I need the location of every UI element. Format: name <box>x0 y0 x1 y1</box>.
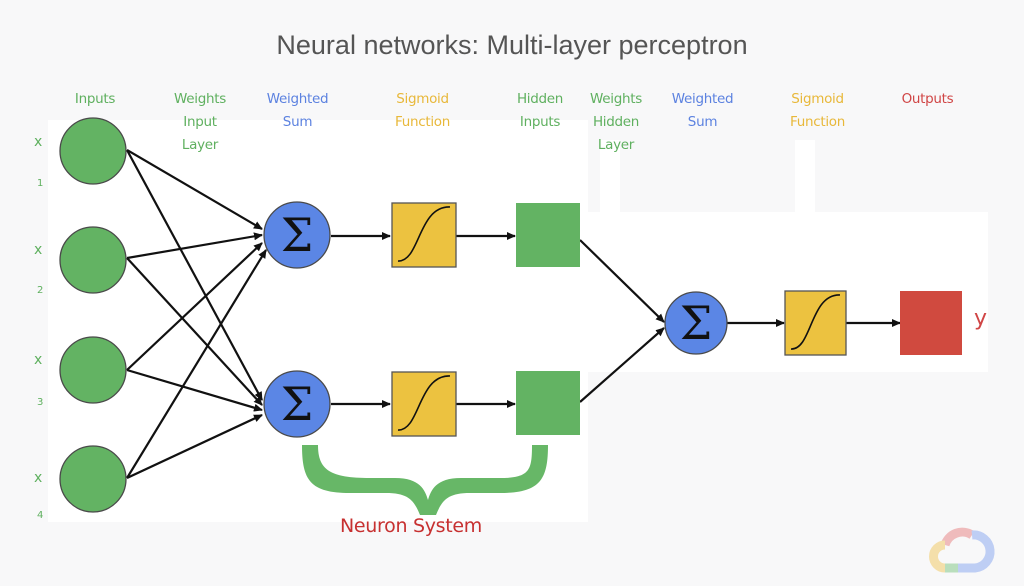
sum-node-3 <box>664 291 728 355</box>
neuron-system-label: Neuron System <box>340 515 482 537</box>
input-sub-2: 2 <box>37 285 44 296</box>
sigmoid-box-1 <box>391 202 457 268</box>
input-var-x4: x <box>34 470 43 486</box>
sigma-icon-2: Σ <box>281 377 314 431</box>
neuron-system-bracket <box>302 445 548 515</box>
sigma-icon-3: Σ <box>680 296 713 350</box>
sigma-icon-1: Σ <box>281 208 314 262</box>
label-weighted-sum-2: Weighted Sum <box>671 91 734 130</box>
label-inputs: Inputs <box>74 91 116 107</box>
output-node <box>900 291 962 355</box>
diagram-panel-top-right-2 <box>795 140 815 212</box>
sum-node-2 <box>263 370 331 438</box>
label-outputs: Outputs <box>901 91 954 107</box>
label-weights-hidden-layer: Weights Hidden Layer <box>590 91 642 153</box>
edge-x1-sum1 <box>126 149 263 230</box>
sigmoid-curve-icon-2 <box>397 375 451 431</box>
google-cloud-logo-icon <box>929 527 995 573</box>
sigmoid-box-3 <box>784 290 847 356</box>
output-label-y: y <box>974 306 988 331</box>
input-sub-1: 1 <box>37 178 44 189</box>
input-sub-4: 4 <box>37 510 44 521</box>
input-node-3 <box>59 336 127 404</box>
label-sigmoid-function-2: Sigmoid Function <box>789 91 846 130</box>
hidden-node-2 <box>516 371 580 435</box>
sigmoid-curve-icon-1 <box>397 206 451 262</box>
edge-x3-sum1 <box>126 242 263 371</box>
sigmoid-box-2 <box>391 371 457 437</box>
input-node-1 <box>59 117 127 185</box>
input-node-4 <box>59 445 127 513</box>
edge-x3-sum2 <box>126 368 263 412</box>
edge-hidden2-sum3 <box>579 327 665 403</box>
edge-x2-sum2 <box>126 257 263 406</box>
slide-title: Neural networks: Multi-layer perceptron <box>276 30 748 60</box>
diagram-panel-top-right <box>600 140 620 212</box>
edge-hidden1-sum3 <box>579 239 665 323</box>
label-weighted-sum-1: Weighted Sum <box>266 91 329 130</box>
input-var-x3: x <box>34 352 43 368</box>
edge-x1-sum2 <box>126 149 263 401</box>
edge-x2-sum1 <box>126 232 263 260</box>
sigmoid-curve-icon-3 <box>790 294 841 350</box>
sum-node-1 <box>263 201 331 269</box>
edge-x4-sum1 <box>126 249 267 479</box>
label-hidden-inputs: Hidden Inputs <box>516 91 564 130</box>
label-sigmoid-function-1: Sigmoid Function <box>394 91 451 130</box>
label-weights-input-layer: Weights Input Layer <box>174 91 226 153</box>
hidden-node-1 <box>516 203 580 267</box>
input-node-2 <box>59 226 127 294</box>
input-var-x2: x <box>34 242 43 258</box>
input-var-x1: x <box>34 134 43 150</box>
edge-x4-sum2 <box>126 414 263 479</box>
input-sub-3: 3 <box>37 397 44 408</box>
